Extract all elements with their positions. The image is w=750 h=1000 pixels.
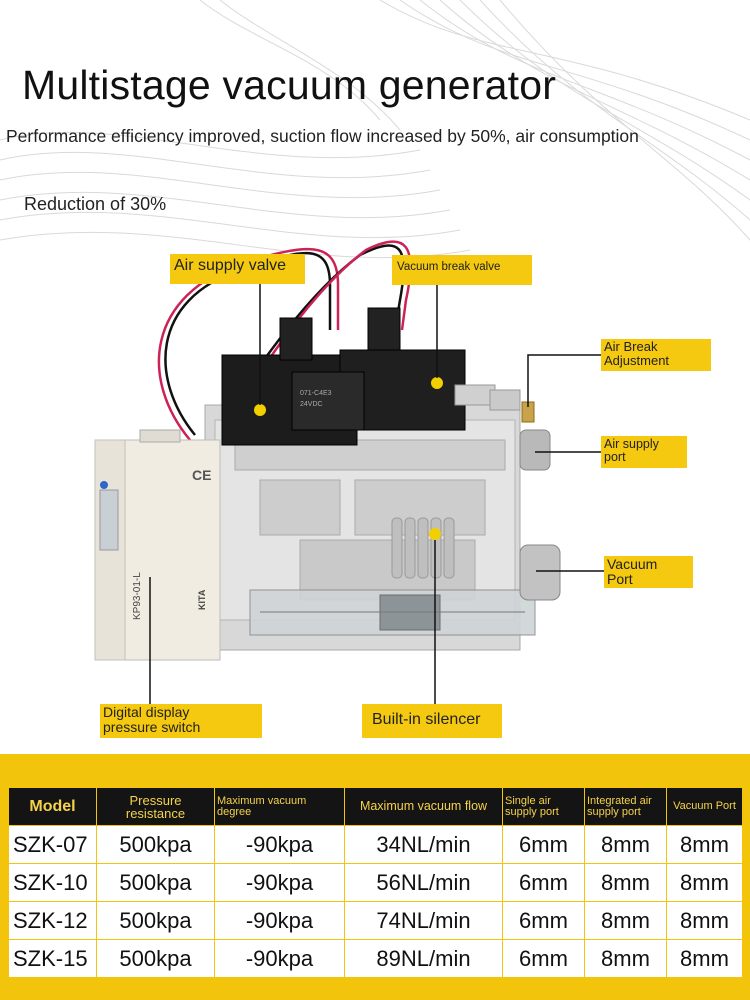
callout-air-supply-valve: Air supply valve [170, 254, 305, 284]
cell-vacuum-port: 8mm [666, 825, 743, 864]
callout-air-supply-port-line1: Air supply [604, 437, 659, 451]
cell-model: SZK-15 [8, 939, 97, 978]
cell-model: SZK-07 [8, 825, 97, 864]
cell-vacuum-port: 8mm [666, 901, 743, 940]
cell-integrated-air-supply-port: 8mm [584, 863, 667, 902]
callout-built-in-silencer: Built-in silencer [362, 704, 502, 738]
cell-max-vacuum-flow: 74NL/min [344, 901, 503, 940]
table-row: SZK-12 500kpa -90kpa 74NL/min 6mm 8mm 8m… [8, 901, 743, 940]
callout-digital-display: Digital display pressure switch [100, 704, 262, 738]
cell-model: SZK-10 [8, 863, 97, 902]
cell-integrated-air-supply-port: 8mm [584, 901, 667, 940]
header-model: Model [8, 787, 97, 826]
cell-vacuum-port: 8mm [666, 939, 743, 978]
header-max-vacuum-flow: Maximum vacuum flow [344, 787, 503, 826]
valve-model-text: 071-C4E3 [300, 390, 332, 397]
callout-air-break-adjustment-line1: Air Break [604, 339, 658, 354]
callout-air-break-adjustment: Air Break Adjustment [601, 339, 711, 371]
vacuum-generator-illustration: 071-C4E3 24VDC CE KP93-01-L KITA [94, 240, 605, 705]
cell-max-vacuum-flow: 34NL/min [344, 825, 503, 864]
cell-max-vacuum-degree: -90kpa [214, 863, 345, 902]
cell-integrated-air-supply-port: 8mm [584, 939, 667, 978]
cell-max-vacuum-degree: -90kpa [214, 939, 345, 978]
callout-air-break-adjustment-line2: Adjustment [604, 352, 670, 368]
switch-model-text: KP93-01-L [132, 572, 143, 620]
callout-digital-display-line1: Digital display [103, 704, 190, 720]
cell-pressure-resistance: 500kpa [96, 901, 215, 940]
svg-text:CE: CE [192, 467, 211, 483]
cell-single-air-supply-port: 6mm [502, 825, 585, 864]
cell-model: SZK-12 [8, 901, 97, 940]
cell-integrated-air-supply-port: 8mm [584, 825, 667, 864]
page-subtitle: Performance efficiency improved, suction… [6, 126, 639, 146]
cell-single-air-supply-port: 6mm [502, 939, 585, 978]
table-row: SZK-07 500kpa -90kpa 34NL/min 6mm 8mm 8m… [8, 825, 743, 864]
cell-max-vacuum-flow: 56NL/min [344, 863, 503, 902]
callout-vacuum-port-line1: Vacuum [607, 556, 658, 572]
page-subtitle-continued: Reduction of 30% [24, 194, 167, 214]
callout-built-in-silencer-label: Built-in silencer [372, 711, 481, 728]
cell-vacuum-port: 8mm [666, 863, 743, 902]
table-row: SZK-10 500kpa -90kpa 56NL/min 6mm 8mm 8m… [8, 863, 743, 902]
cell-single-air-supply-port: 6mm [502, 901, 585, 940]
cell-max-vacuum-flow: 89NL/min [344, 939, 503, 978]
cell-pressure-resistance: 500kpa [96, 939, 215, 978]
callout-air-supply-port: Air supply port [601, 436, 687, 468]
cell-max-vacuum-degree: -90kpa [214, 901, 345, 940]
callout-digital-display-line2: pressure switch [103, 718, 201, 735]
header-vacuum-port: Vacuum Port [666, 787, 743, 826]
table-row: SZK-15 500kpa -90kpa 89NL/min 6mm 8mm 8m… [8, 939, 743, 978]
callout-air-supply-valve-label: Air supply valve [174, 257, 287, 274]
callout-vacuum-break-valve-label: Vacuum break valve [397, 261, 501, 273]
cell-pressure-resistance: 500kpa [96, 825, 215, 864]
callout-vacuum-port: Vacuum Port [604, 556, 693, 588]
cell-pressure-resistance: 500kpa [96, 863, 215, 902]
callout-vacuum-port-line2: Port [607, 570, 633, 587]
callout-vacuum-break-valve: Vacuum break valve [392, 255, 532, 285]
callout-air-supply-port-line2: port [604, 450, 626, 465]
valve-voltage-text: 24VDC [300, 401, 323, 408]
cell-max-vacuum-degree: -90kpa [214, 825, 345, 864]
switch-brand-text: KITA [197, 589, 207, 610]
page-title: Multistage vacuum generator [22, 62, 557, 108]
cell-single-air-supply-port: 6mm [502, 863, 585, 902]
